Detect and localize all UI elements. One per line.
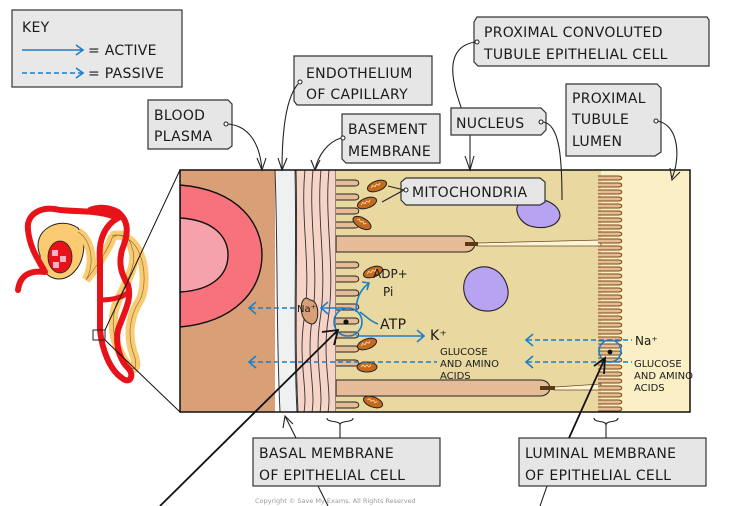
label-basal-membrane: BASAL MEMBRANE OF EPITHELIAL CELL — [252, 414, 441, 506]
microvilli — [598, 175, 623, 412]
pointer-to-luminal-cotransporter — [568, 357, 606, 439]
adp-label: ADP+ — [373, 267, 408, 281]
label-lumen: PROXIMAL TUBULE LUMEN — [565, 83, 681, 182]
pointer-to-basal-pump — [159, 329, 339, 506]
svg-text:OF EPITHELIAL CELL: OF EPITHELIAL CELL — [525, 468, 671, 484]
pi-label: Pi — [383, 285, 393, 299]
copyright-notice: Copyright © Save My Exams. All Rights Re… — [255, 497, 416, 505]
cotransporter-protein — [598, 339, 622, 363]
glucose-mid-line2: AND AMINO — [440, 359, 499, 370]
microvillus — [598, 308, 623, 314]
sodium-potassium-pump — [333, 307, 363, 337]
microvillus — [598, 399, 623, 405]
svg-text:ENDOTHELIUM: ENDOTHELIUM — [306, 66, 413, 82]
svg-text:BLOOD: BLOOD — [154, 108, 205, 124]
microvillus — [598, 266, 623, 272]
microvillus — [598, 322, 623, 328]
label-nucleus: NUCLEUS — [450, 107, 563, 201]
microvillus — [598, 329, 623, 335]
label-endothelium: ENDOTHELIUM OF CAPILLARY — [277, 55, 433, 172]
microvillus — [598, 406, 623, 412]
svg-text:PLASMA: PLASMA — [154, 129, 213, 145]
microvillus — [598, 217, 623, 223]
microvillus — [598, 280, 623, 286]
na-luminal-label: Na⁺ — [635, 334, 658, 348]
microvillus — [598, 252, 623, 258]
tissue-panel — [180, 170, 690, 412]
microvillus — [598, 259, 623, 265]
microvillus — [598, 294, 623, 300]
nucleus-upper — [516, 198, 561, 229]
panel-border — [179, 169, 691, 413]
key-active-label: = ACTIVE — [88, 43, 157, 59]
microvillus — [598, 385, 623, 391]
passive-arrowhead-icon — [75, 67, 85, 79]
svg-text:LUMINAL MEMBRANE: LUMINAL MEMBRANE — [525, 446, 676, 462]
svg-text:PROXIMAL: PROXIMAL — [572, 91, 646, 107]
microvillus — [598, 392, 623, 398]
transport-arrows: Na⁺ ADP+ Pi ATP K⁺ GLUCOSE AND AMINO ACI… — [247, 267, 693, 394]
microvillus — [598, 301, 623, 307]
glucose-luminal-line2: AND AMINO — [634, 371, 693, 382]
microvillus — [598, 231, 623, 237]
svg-text:MITOCHONDRIA: MITOCHONDRIA — [412, 185, 528, 201]
microvillus — [598, 245, 623, 251]
key-box: KEY = ACTIVE = PASSIVE — [11, 9, 183, 88]
microvillus — [598, 273, 623, 279]
nephron-illustration — [15, 169, 181, 413]
svg-text:BASEMENT: BASEMENT — [348, 122, 427, 138]
microvillus — [598, 189, 623, 195]
glucose-luminal-line3: ACIDS — [634, 383, 665, 394]
glucose-mid-line1: GLUCOSE — [440, 347, 488, 358]
microvillus — [598, 378, 623, 384]
microvillus — [598, 196, 623, 202]
microvillus — [598, 287, 623, 293]
label-luminal-membrane: LUMINAL MEMBRANE OF EPITHELIAL CELL — [518, 417, 707, 506]
svg-text:OF CAPILLARY: OF CAPILLARY — [306, 87, 408, 103]
svg-text:MEMBRANE: MEMBRANE — [348, 144, 431, 160]
svg-text:LUMEN: LUMEN — [572, 134, 622, 150]
label-pct-epithelial-cell: PROXIMAL CONVOLUTED TUBULE EPITHELIAL CE… — [452, 16, 710, 111]
atp-label: ATP — [380, 317, 406, 333]
zoom-region-marker — [92, 329, 106, 341]
active-arrowhead-icon — [75, 44, 85, 56]
microvillus — [598, 238, 623, 244]
svg-text:TUBULE EPITHELIAL CELL: TUBULE EPITHELIAL CELL — [483, 47, 668, 63]
nucleus-lower — [463, 266, 509, 312]
svg-text:BASAL MEMBRANE: BASAL MEMBRANE — [259, 446, 394, 462]
microvillus — [598, 315, 623, 321]
svg-text:OF EPITHELIAL CELL: OF EPITHELIAL CELL — [259, 468, 405, 484]
k-label: K⁺ — [430, 328, 447, 344]
glucose-mid-line3: ACIDS — [440, 371, 471, 382]
label-mitochondria: MITOCHONDRIA — [381, 177, 546, 206]
svg-text:PROXIMAL CONVOLUTED: PROXIMAL CONVOLUTED — [484, 25, 663, 41]
microvillus — [598, 175, 623, 181]
svg-text:TUBULE: TUBULE — [571, 112, 629, 128]
na-basal-label: Na⁺ — [297, 304, 316, 315]
label-blood-plasma: BLOOD PLASMA — [147, 99, 267, 172]
endothelium-region — [274, 170, 298, 412]
microvillus — [598, 182, 623, 188]
microvillus — [598, 371, 623, 377]
label-basement-membrane: BASEMENT MEMBRANE — [310, 113, 441, 172]
svg-text:NUCLEUS: NUCLEUS — [456, 116, 524, 132]
key-passive-label: = PASSIVE — [88, 66, 164, 82]
microvillus — [598, 210, 623, 216]
basement-membrane-region — [295, 170, 337, 412]
key-heading: KEY — [22, 20, 50, 36]
microvillus — [598, 224, 623, 230]
microvillus — [598, 203, 623, 209]
glucose-luminal-line1: GLUCOSE — [634, 359, 682, 370]
